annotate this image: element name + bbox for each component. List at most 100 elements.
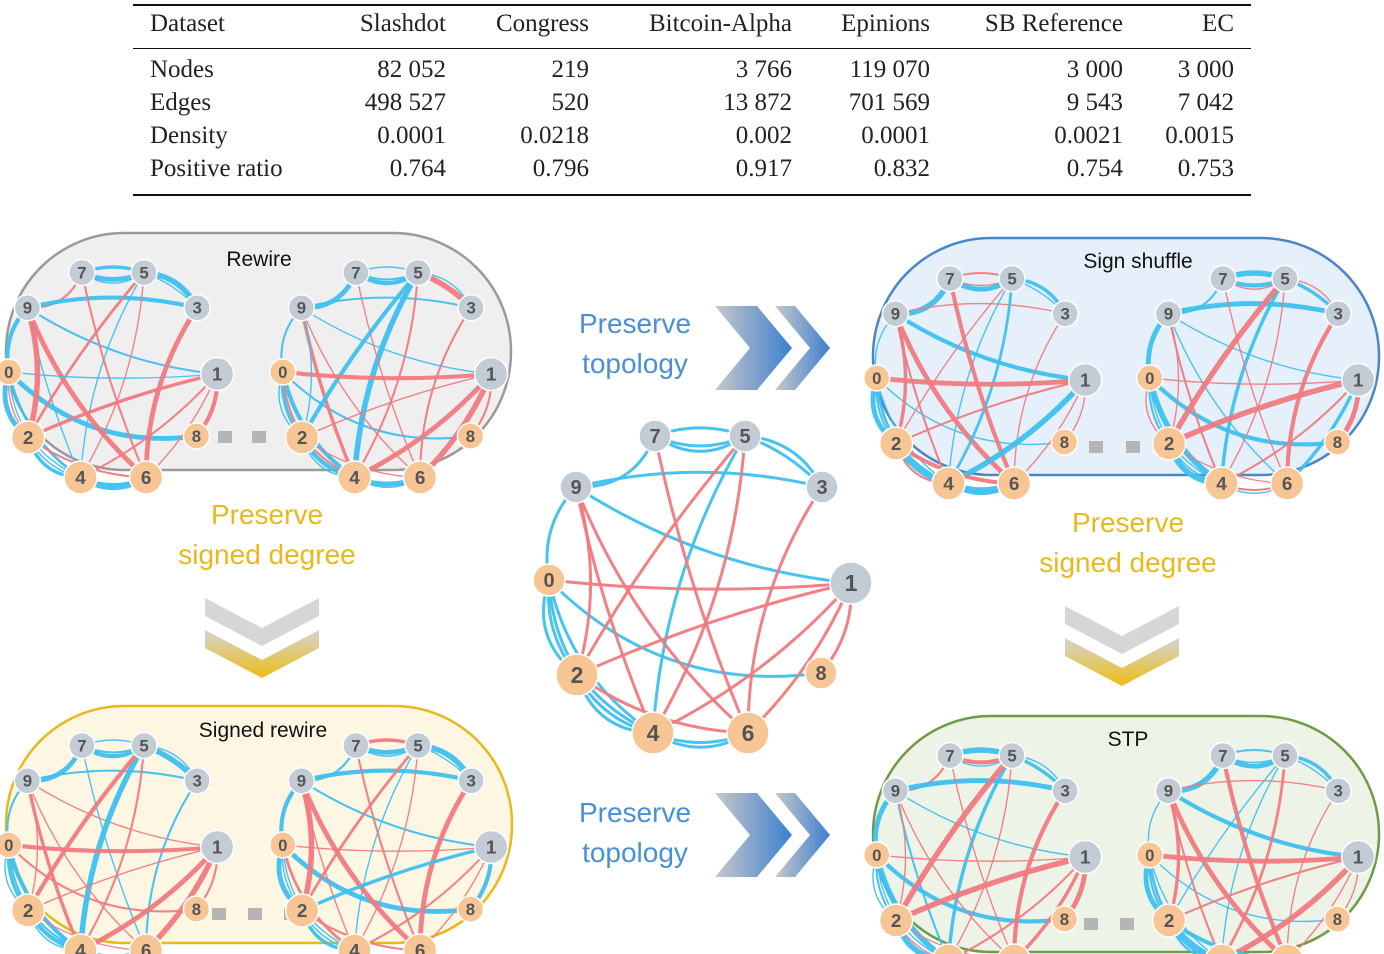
positive-edge	[892, 778, 1068, 794]
negative-edge	[1168, 855, 1360, 922]
negative-edge	[26, 372, 219, 440]
node-label: 2	[571, 662, 584, 688]
node-label: 8	[1060, 433, 1069, 452]
negative-edge	[1166, 377, 1361, 447]
node-label: 3	[1333, 782, 1342, 801]
node-0	[0, 831, 23, 859]
negative-edge	[1167, 779, 1339, 792]
negative-edge	[354, 744, 422, 952]
node-label: 7	[945, 269, 954, 288]
node-label: 8	[1333, 433, 1342, 452]
table-bottom-rule	[133, 194, 1251, 196]
positive-edge	[281, 370, 472, 440]
negative-edge	[1166, 275, 1288, 447]
positive-edge	[26, 769, 199, 782]
node-8	[804, 656, 838, 690]
node-1	[199, 356, 235, 392]
column-header: SB Reference	[984, 10, 1123, 37]
node-7	[342, 258, 370, 287]
positive-edge	[353, 744, 419, 952]
node-label: 0	[872, 846, 881, 865]
node-label: 0	[1145, 846, 1154, 865]
positive-edge	[351, 269, 421, 481]
negative-edge	[547, 578, 853, 591]
negative-edge	[26, 743, 147, 913]
node-8	[456, 895, 485, 923]
positive-edge	[651, 434, 747, 735]
node-6	[402, 460, 438, 495]
node-9	[287, 766, 316, 795]
node-label: 1	[486, 837, 497, 858]
ellipsis-dot	[1120, 918, 1134, 930]
table-cell: 0.832	[873, 155, 930, 182]
node-3	[1324, 776, 1352, 805]
positive-edge	[1167, 313, 1288, 485]
node-label: 3	[192, 772, 201, 791]
positive-edge	[79, 271, 145, 479]
node-8	[1050, 905, 1079, 933]
negative-edge	[895, 378, 1087, 445]
node-4	[631, 711, 675, 755]
positive-edge	[574, 470, 824, 489]
ellipsis-dot	[212, 908, 226, 920]
node-9	[287, 293, 316, 322]
negative-edge	[1165, 788, 1284, 954]
node-7	[342, 731, 370, 760]
negative-edge	[1220, 378, 1360, 485]
node-1	[199, 829, 235, 865]
negative-edge	[651, 581, 853, 735]
node-label: 3	[1060, 782, 1069, 801]
node-4	[63, 933, 98, 954]
negative-edge	[301, 373, 492, 439]
node-label: 4	[1216, 473, 1227, 494]
node-6	[128, 460, 164, 495]
node-label: 5	[139, 736, 148, 755]
negative-edge	[893, 752, 1015, 924]
node-0	[1135, 364, 1164, 392]
node-7	[1209, 264, 1237, 293]
positive-edge	[299, 768, 474, 783]
node-2	[284, 893, 320, 928]
node-label: 9	[891, 305, 900, 324]
node-label: 3	[816, 477, 827, 499]
negative-edge	[894, 302, 1066, 315]
node-label: 8	[1060, 910, 1069, 929]
table-cell: 13 872	[723, 89, 792, 116]
node-8	[1323, 905, 1352, 933]
column-header: Congress	[495, 10, 589, 37]
negative-edge	[25, 779, 83, 953]
table-cell: 3 000	[1177, 56, 1234, 83]
node-label: 1	[212, 364, 223, 385]
node-9	[13, 766, 42, 795]
node-label: 0	[4, 363, 13, 382]
panel-sign-shuffle	[871, 236, 1381, 477]
column-header: Bitcoin-Alpha	[648, 10, 792, 37]
table-top-rule	[133, 4, 1251, 6]
node-label: 9	[1164, 782, 1173, 801]
table-cell: 9 543	[1066, 89, 1123, 116]
node-4	[63, 460, 98, 495]
ellipsis-dot	[1126, 441, 1140, 453]
panel-title-sign-shuffle: Sign shuffle	[1083, 250, 1192, 273]
node-7	[68, 258, 96, 287]
node-2	[10, 893, 46, 928]
node-label: 0	[872, 369, 881, 388]
negative-edge	[874, 375, 1088, 387]
node-label: 7	[351, 736, 360, 755]
node-label: 1	[1080, 847, 1091, 868]
column-header: Epinions	[841, 10, 930, 37]
node-label: 5	[1280, 746, 1289, 765]
table-cell: 0.917	[735, 155, 792, 182]
node-label: 0	[278, 363, 287, 382]
node-label: 6	[415, 940, 426, 954]
node-label: 5	[739, 426, 750, 448]
row-label: Edges	[150, 89, 212, 116]
signed-degree-arrow-left	[205, 598, 319, 678]
positive-edge	[893, 311, 1088, 383]
negative-edge	[353, 845, 493, 952]
topology-arrow-bottom	[715, 793, 830, 877]
node-8	[456, 422, 485, 450]
